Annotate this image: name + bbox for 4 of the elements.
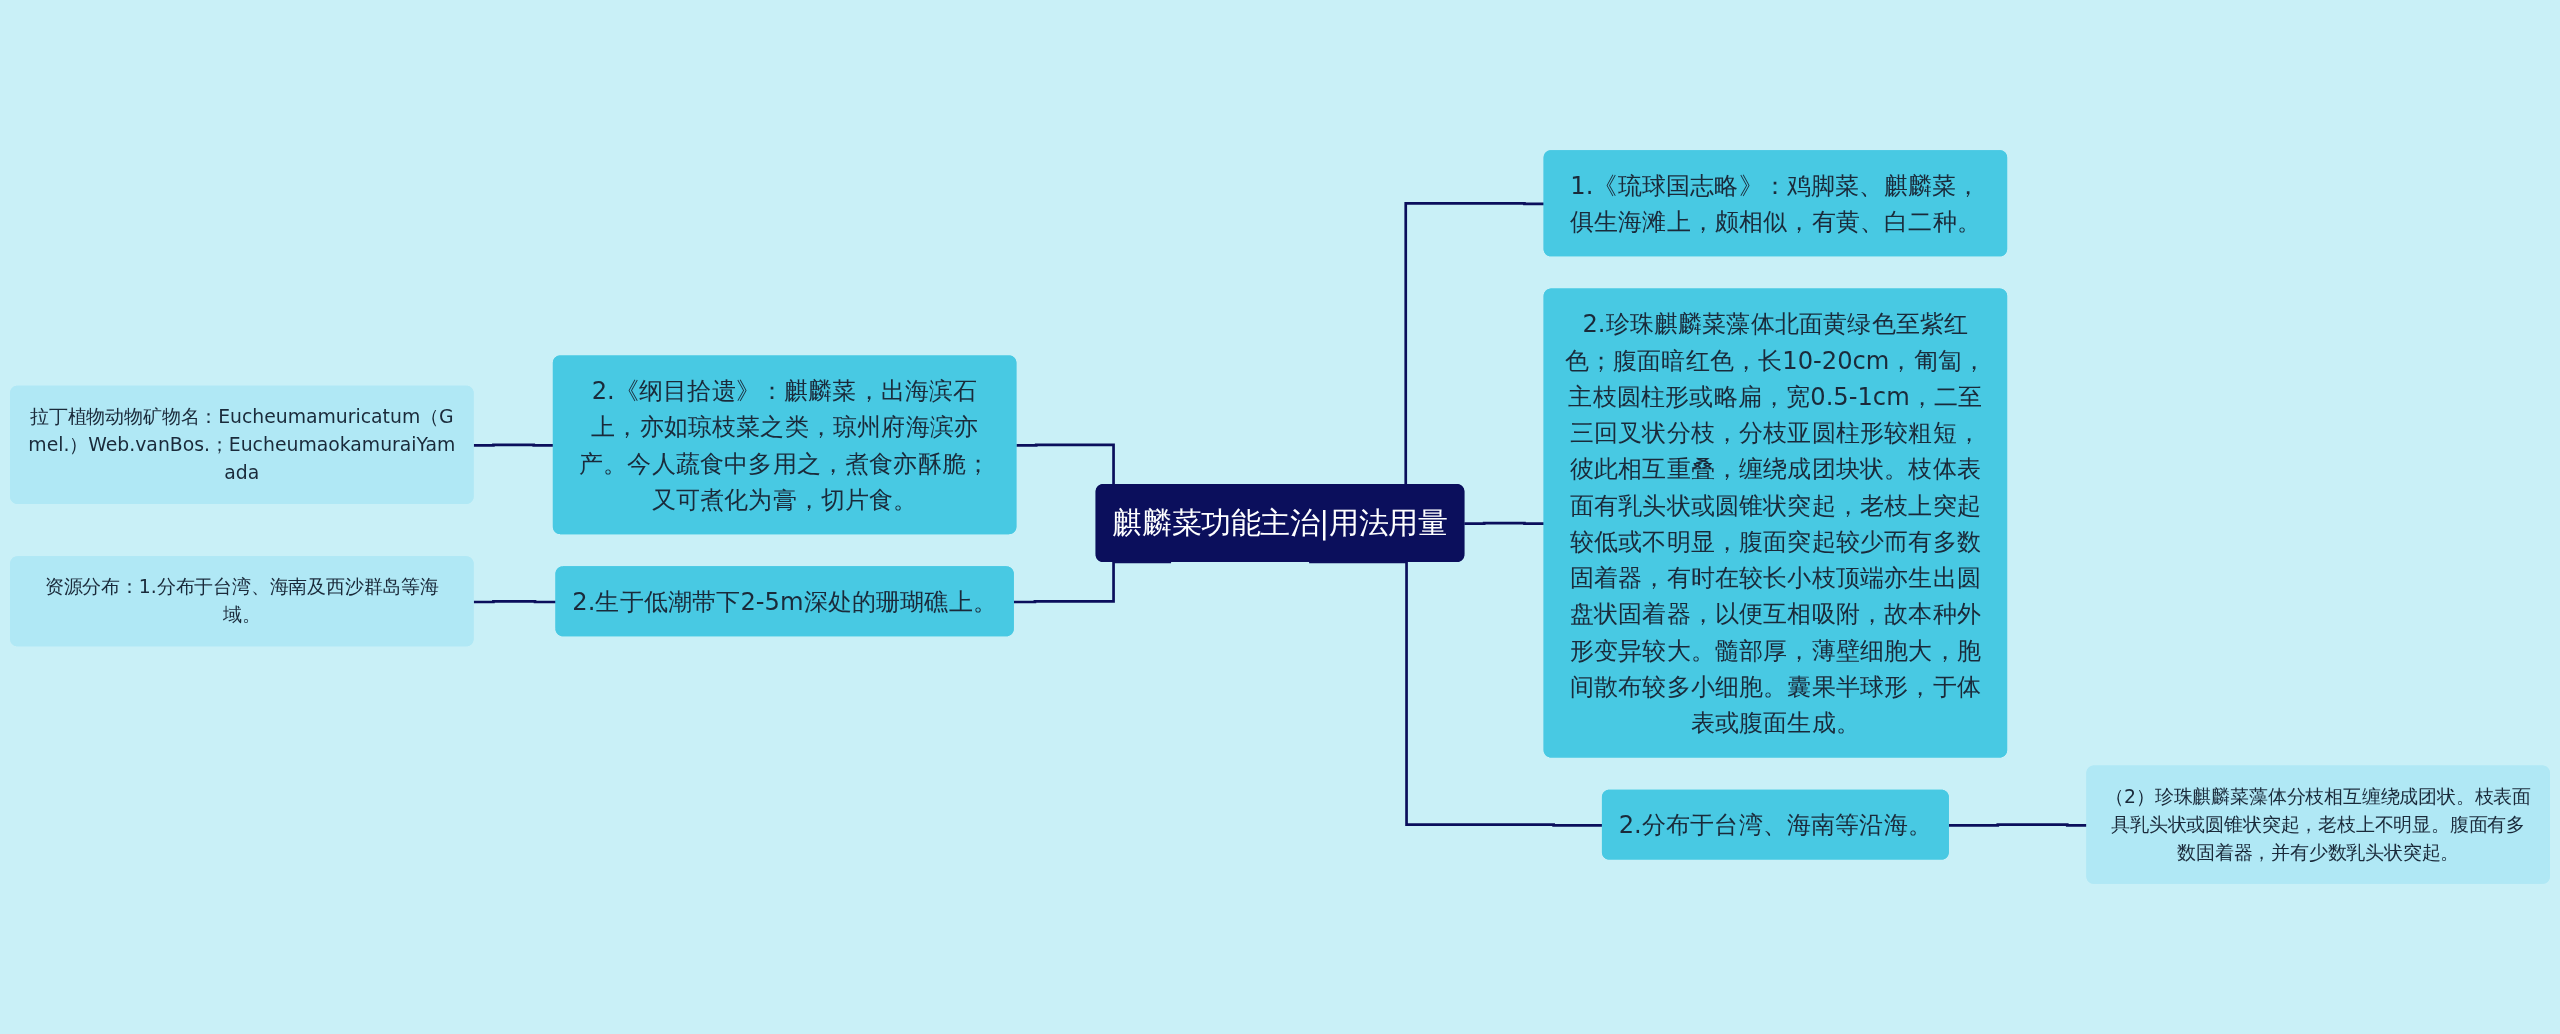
connector [1464, 521, 1545, 526]
connector [1013, 560, 1172, 604]
connector [1948, 823, 2088, 827]
connector [473, 599, 557, 604]
